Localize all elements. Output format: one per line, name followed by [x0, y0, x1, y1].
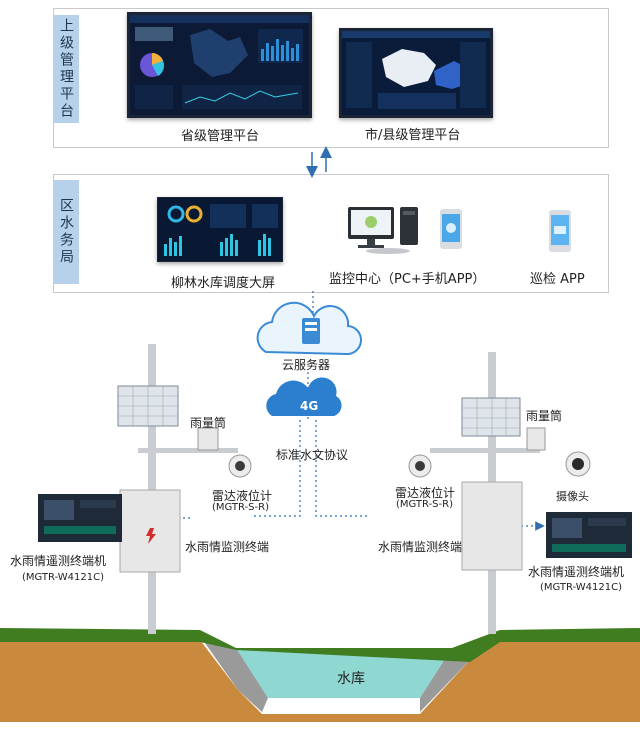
- right-rtu-name-label: 水雨情遥测终端机: [528, 565, 625, 579]
- cloud-server-label: 云服务器: [282, 358, 331, 372]
- right-radar-model-label: (MGTR-S-R): [396, 499, 453, 510]
- camera-label: 摄像头: [556, 490, 589, 503]
- protocol-label: 标准水文协议: [276, 448, 349, 462]
- right-rain-gauge-label: 雨量筒: [526, 409, 563, 423]
- right-rtu-device-icon: [546, 512, 632, 558]
- provincial-dashboard-screenshot: [127, 12, 312, 118]
- left-radar-model-label: (MGTR-S-R): [212, 502, 269, 513]
- right-radar-level-label: 雷达液位计: [395, 486, 456, 500]
- patrol-app-label: 巡检 APP: [530, 272, 585, 287]
- right-monitoring-pole: [408, 352, 591, 634]
- right-rtu-model-label: (MGTR-W4121C): [540, 582, 622, 593]
- upper-platform-tab: 上级管理平台: [53, 15, 79, 123]
- left-monitoring-pole: [117, 344, 252, 634]
- district-bureau-tab: 区水务局: [53, 180, 79, 284]
- pc-workstation-icon: [348, 207, 418, 254]
- district-bureau-panel: [53, 174, 609, 293]
- municipal-platform-label: 市/县级管理平台: [365, 128, 461, 143]
- dispatch-big-screen-screenshot: [157, 197, 283, 262]
- monitor-center-label: 监控中心（PC+手机APP）: [329, 272, 486, 287]
- left-rtu-model-label: (MGTR-W4121C): [22, 572, 104, 583]
- 4g-network-cloud-icon: [266, 377, 342, 416]
- patrol-phone-icon: [549, 210, 571, 252]
- mobile-phone-icon: [440, 209, 462, 249]
- 4g-label: 4G: [300, 399, 319, 413]
- left-radar-level-label: 雷达液位计: [212, 489, 273, 503]
- municipal-dashboard-screenshot: [339, 28, 493, 118]
- provincial-platform-label: 省级管理平台: [181, 129, 260, 144]
- soil-ground: [0, 640, 640, 722]
- right-monitor-terminal-label: 水雨情监测终端: [378, 540, 463, 554]
- left-rtu-device-icon: [38, 494, 122, 542]
- reservoir-label: 水库: [337, 671, 365, 687]
- reservoir-water: [236, 648, 452, 698]
- stone-bank-left: [200, 636, 268, 712]
- cloud-server-icon: [256, 301, 363, 356]
- grass-strip: [0, 628, 640, 662]
- dispatch-screen-label: 柳林水库调度大屏: [171, 276, 276, 291]
- left-rtu-name-label: 水雨情遥测终端机: [10, 554, 107, 568]
- left-rain-gauge-label: 雨量筒: [190, 416, 227, 430]
- left-monitor-terminal-label: 水雨情监测终端: [185, 540, 270, 554]
